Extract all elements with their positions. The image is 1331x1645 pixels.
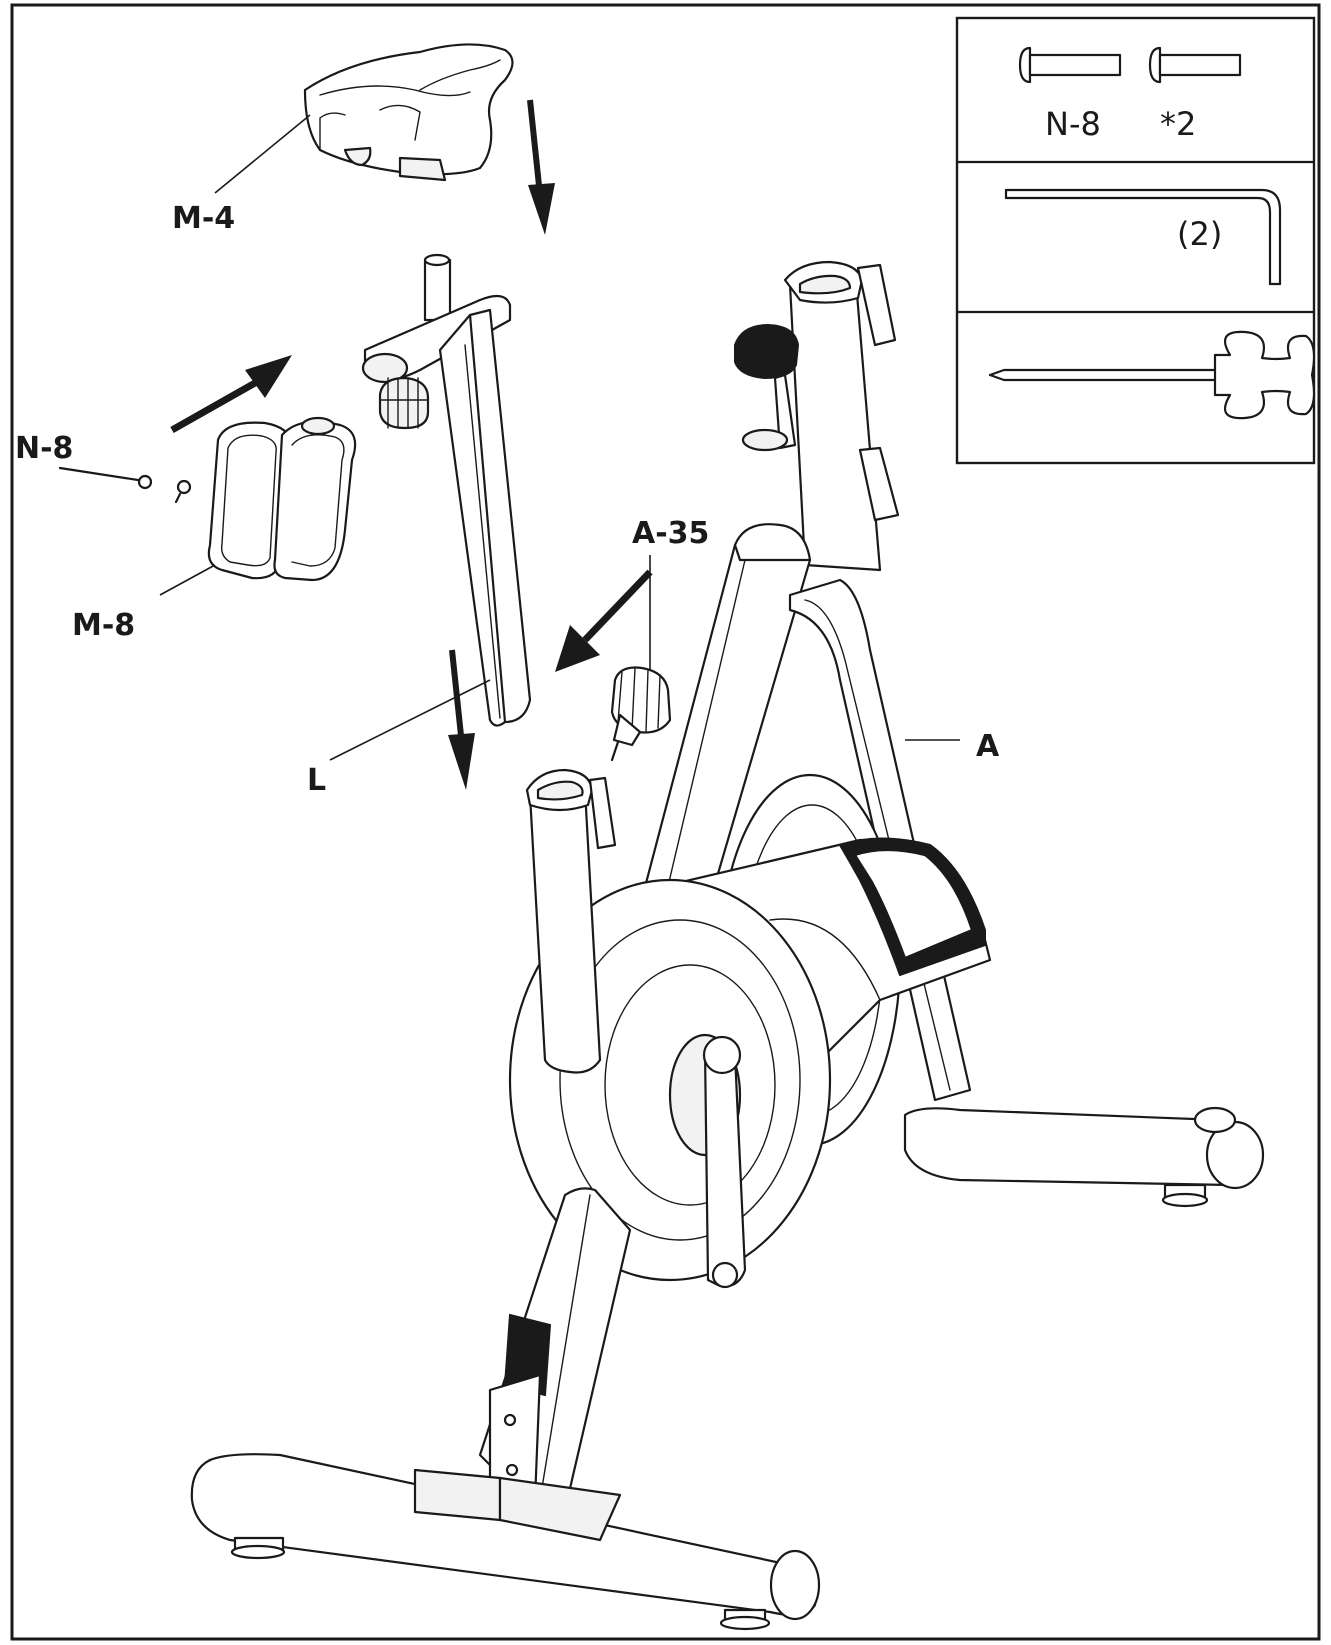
holder-m8 bbox=[207, 416, 357, 582]
arrow-diagonal-icon bbox=[170, 355, 292, 434]
label-l: L bbox=[307, 763, 326, 798]
bolt-icon bbox=[1018, 46, 1122, 84]
bolt-icon bbox=[58, 466, 153, 490]
allen-wrench-icon bbox=[1004, 188, 1282, 286]
arrow-diagonal-icon bbox=[555, 569, 653, 672]
parts-bolt-label: N-8 bbox=[1045, 105, 1101, 143]
seat-post-l bbox=[361, 253, 532, 727]
parts-box: N-8 *2 (2) bbox=[955, 16, 1316, 465]
label-m8: M-8 bbox=[72, 608, 135, 643]
bolt-icon bbox=[174, 479, 192, 504]
arrow-down-icon bbox=[527, 99, 555, 235]
bike-frame-a bbox=[190, 260, 1265, 1631]
bolt-icon bbox=[1148, 46, 1242, 84]
page-border bbox=[10, 3, 1321, 1641]
arrow-down-icon bbox=[448, 649, 475, 790]
knob-a35 bbox=[610, 666, 672, 762]
t-screwdriver-icon bbox=[988, 330, 1316, 420]
label-m4: M-4 bbox=[172, 201, 235, 236]
seat-m4 bbox=[303, 43, 514, 182]
label-n8: N-8 bbox=[15, 431, 73, 466]
parts-bolt-qty: *2 bbox=[1160, 105, 1196, 143]
parts-wrench-qty: (2) bbox=[1177, 215, 1222, 253]
label-a35: A-35 bbox=[632, 516, 709, 551]
label-a: A bbox=[976, 729, 1000, 764]
